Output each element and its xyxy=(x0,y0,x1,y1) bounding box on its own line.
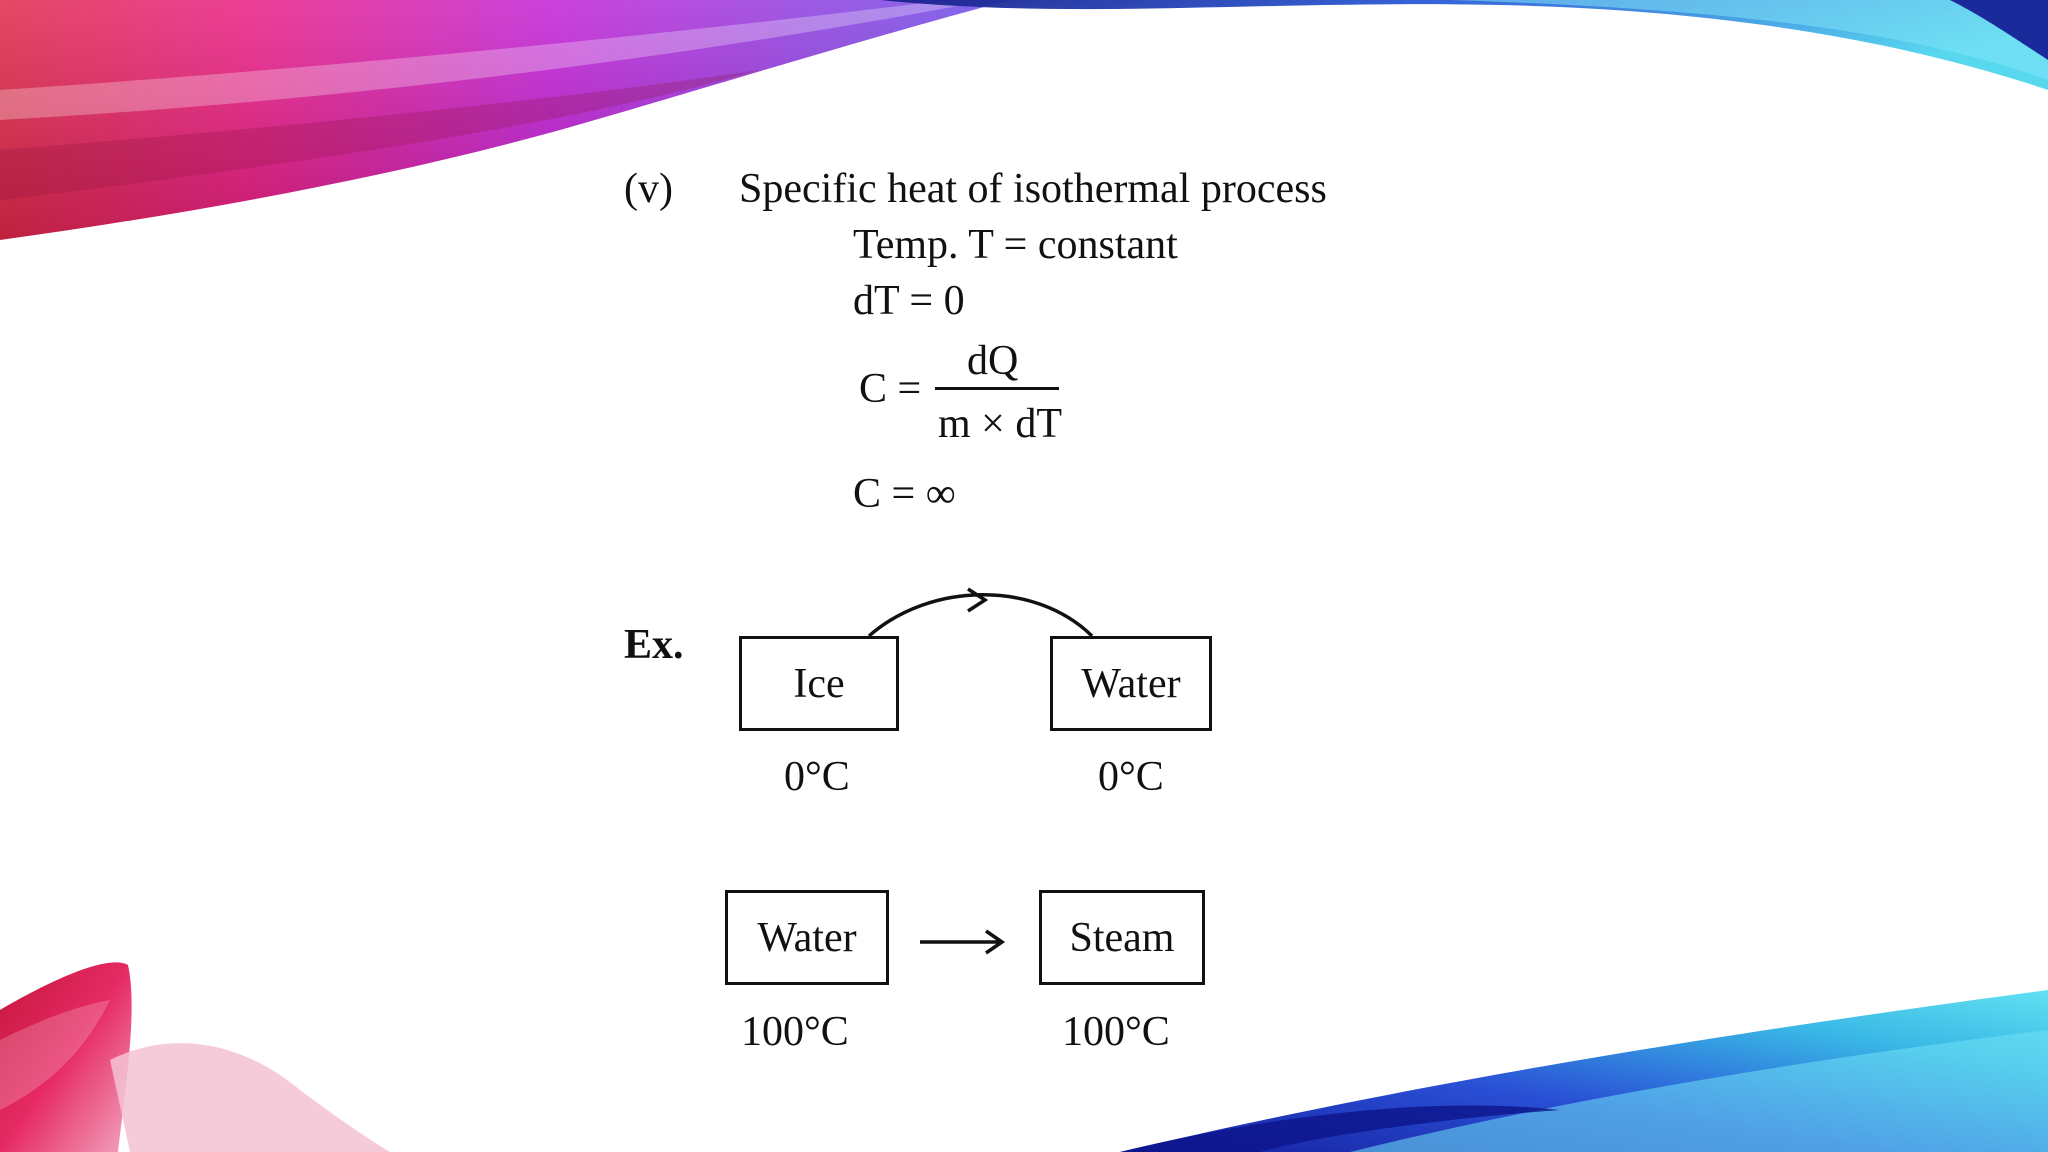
section-marker: (v) xyxy=(624,166,673,212)
water-box-top: Water xyxy=(1050,636,1212,731)
ice-box-label: Ice xyxy=(793,660,845,707)
section-heading: Specific heat of isothermal process xyxy=(739,166,1327,212)
formula-lhs: C = xyxy=(859,366,922,412)
water-box-bottom: Water xyxy=(725,890,889,985)
result-line: C = ∞ xyxy=(853,471,956,517)
derivation-line-temp: Temp. T = constant xyxy=(853,222,1178,268)
formula-denominator: m × dT xyxy=(938,401,1063,447)
ice-temp: 0°C xyxy=(784,754,850,800)
water-temp-top: 0°C xyxy=(1098,754,1164,800)
derivation-line-dt: dT = 0 xyxy=(853,278,965,324)
ice-box: Ice xyxy=(739,636,899,731)
steam-temp: 100°C xyxy=(1062,1009,1170,1055)
steam-box: Steam xyxy=(1039,890,1205,985)
formula-numerator: dQ xyxy=(967,338,1019,384)
steam-box-label: Steam xyxy=(1069,914,1175,961)
fraction-bar xyxy=(935,387,1059,390)
example-label: Ex. xyxy=(624,622,684,668)
water-temp-bottom: 100°C xyxy=(741,1009,849,1055)
water-box-top-label: Water xyxy=(1081,660,1181,707)
water-box-bottom-label: Water xyxy=(757,914,857,961)
